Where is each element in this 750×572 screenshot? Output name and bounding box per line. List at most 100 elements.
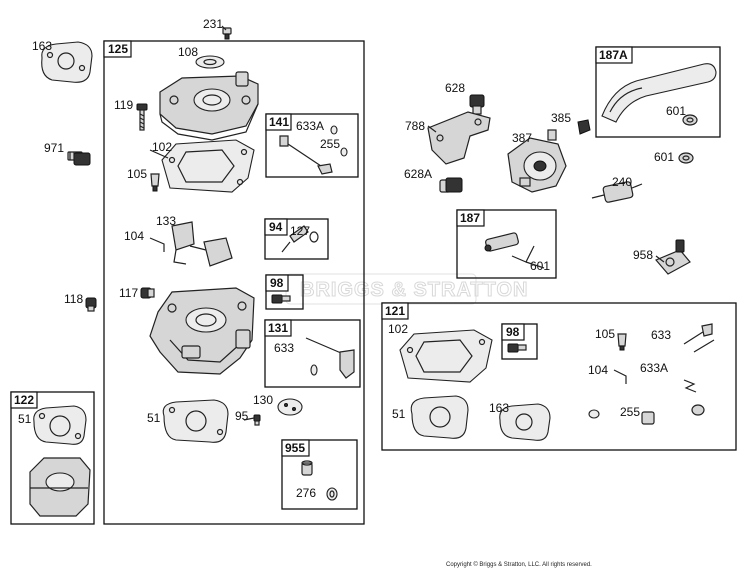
group-98b-label-box bbox=[501, 323, 525, 341]
part-231-screw[interactable] bbox=[222, 27, 232, 40]
part-label: 628 bbox=[445, 81, 465, 95]
part-label: 104 bbox=[588, 363, 608, 377]
group-125-label-box bbox=[103, 40, 132, 58]
part-label: 971 bbox=[44, 141, 64, 155]
part-label: 387 bbox=[512, 131, 532, 145]
part-label: 255 bbox=[320, 137, 340, 151]
part-104b-pin[interactable] bbox=[613, 369, 627, 384]
part-255b-plug[interactable] bbox=[641, 411, 655, 425]
group-187A-label: 187A bbox=[599, 48, 628, 62]
part-label: 119 bbox=[114, 98, 133, 112]
part-label: 102 bbox=[388, 322, 408, 336]
leader-lines bbox=[149, 25, 665, 421]
part-label: 601 bbox=[666, 104, 686, 118]
part-104-pin[interactable] bbox=[149, 237, 165, 252]
part-130-disk[interactable] bbox=[277, 398, 303, 416]
part-label: 958 bbox=[633, 248, 653, 262]
part-117-fitting[interactable] bbox=[140, 287, 155, 299]
part-washer-121[interactable] bbox=[588, 409, 600, 419]
part-label: 633 bbox=[651, 328, 671, 342]
part-141-throttle-shaft[interactable] bbox=[279, 125, 348, 175]
group-141-label: 141 bbox=[269, 115, 289, 129]
part-385-nut[interactable] bbox=[577, 119, 591, 135]
part-clamp-121[interactable] bbox=[691, 404, 705, 416]
group-94-label: 94 bbox=[269, 220, 283, 234]
part-633b-needle[interactable] bbox=[683, 323, 713, 345]
group-121-frame bbox=[381, 302, 737, 451]
part-118-fitting[interactable] bbox=[85, 297, 97, 312]
part-label: 240 bbox=[612, 175, 632, 189]
part-119-screw[interactable] bbox=[136, 103, 148, 131]
part-label: 133 bbox=[156, 214, 176, 228]
part-label: 255 bbox=[620, 405, 640, 419]
part-label: 231 bbox=[203, 17, 223, 31]
part-label: 163 bbox=[32, 39, 52, 53]
part-187A-hose[interactable] bbox=[601, 63, 717, 123]
part-label: 105 bbox=[595, 327, 615, 341]
part-51-gasket-122[interactable] bbox=[33, 405, 87, 445]
part-label: 633A bbox=[296, 119, 324, 133]
part-971-bolt[interactable] bbox=[67, 151, 91, 166]
group-94-frame bbox=[264, 218, 329, 260]
part-label: 633 bbox=[274, 341, 294, 355]
part-label: 104 bbox=[124, 229, 144, 243]
part-98a-screw[interactable] bbox=[271, 294, 291, 304]
part-105-jet[interactable] bbox=[150, 173, 160, 192]
part-163b-gasket[interactable] bbox=[499, 403, 551, 441]
part-240-fuel-filter[interactable] bbox=[591, 181, 643, 203]
part-label: 601 bbox=[530, 259, 550, 273]
part-94-needle[interactable] bbox=[281, 225, 319, 253]
group-141-label-box bbox=[265, 113, 292, 131]
part-387-fuel-pump[interactable] bbox=[507, 129, 567, 193]
part-51c-gasket[interactable] bbox=[410, 395, 469, 439]
carburetor-upper-body[interactable] bbox=[159, 71, 259, 141]
part-spacer-122[interactable] bbox=[29, 457, 91, 517]
part-276-washer[interactable] bbox=[326, 487, 338, 501]
part-label: 118 bbox=[64, 292, 83, 306]
part-133-float[interactable] bbox=[171, 221, 233, 267]
group-94-label-box bbox=[264, 218, 288, 236]
group-98a-label-box bbox=[265, 274, 289, 292]
part-102-gasket-121[interactable] bbox=[399, 329, 493, 383]
part-98b-screw[interactable] bbox=[507, 343, 527, 353]
part-628-bolt[interactable] bbox=[469, 94, 485, 115]
part-label: 385 bbox=[551, 111, 571, 125]
part-105b-jet[interactable] bbox=[617, 333, 627, 351]
part-51-gasket[interactable] bbox=[162, 399, 229, 443]
part-955-plug[interactable] bbox=[301, 460, 313, 476]
part-label: 95 bbox=[235, 409, 249, 423]
part-label: 102 bbox=[152, 140, 172, 154]
part-label: 163 bbox=[489, 401, 509, 415]
part-187-fitting[interactable] bbox=[484, 232, 535, 263]
part-label: 108 bbox=[178, 45, 198, 59]
part-788-bracket[interactable] bbox=[427, 111, 491, 165]
part-628A-bolt[interactable] bbox=[439, 177, 463, 193]
part-label: 127 bbox=[290, 224, 310, 238]
group-125-label: 125 bbox=[108, 42, 128, 56]
part-label: 51 bbox=[18, 412, 32, 426]
part-601-clamp-b[interactable] bbox=[678, 152, 694, 164]
part-label: 628A bbox=[404, 167, 432, 181]
part-958-valve[interactable] bbox=[655, 239, 691, 275]
group-98a-label: 98 bbox=[270, 276, 284, 290]
part-601-clamp-a[interactable] bbox=[682, 114, 698, 126]
group-98b-label: 98 bbox=[506, 325, 520, 339]
group-121-label-box bbox=[381, 302, 409, 320]
group-131-label-box bbox=[264, 319, 292, 337]
part-label: 130 bbox=[253, 393, 273, 407]
group-122-frame bbox=[10, 391, 95, 525]
part-131-choke-shaft[interactable] bbox=[305, 337, 355, 379]
group-955-frame bbox=[281, 439, 358, 510]
part-633Ab-spring[interactable] bbox=[683, 339, 715, 393]
group-187A-label-box bbox=[595, 46, 633, 64]
part-108-gasket[interactable] bbox=[195, 55, 225, 69]
group-125-frame bbox=[103, 40, 365, 525]
part-163-gasket[interactable] bbox=[41, 41, 93, 83]
part-label: 51 bbox=[147, 411, 161, 425]
part-95-screw[interactable] bbox=[253, 414, 261, 426]
part-label: 633A bbox=[640, 361, 668, 375]
carburetor-lower-body[interactable] bbox=[149, 287, 255, 375]
part-102-gasket[interactable] bbox=[161, 139, 255, 193]
group-122-label: 122 bbox=[14, 393, 34, 407]
